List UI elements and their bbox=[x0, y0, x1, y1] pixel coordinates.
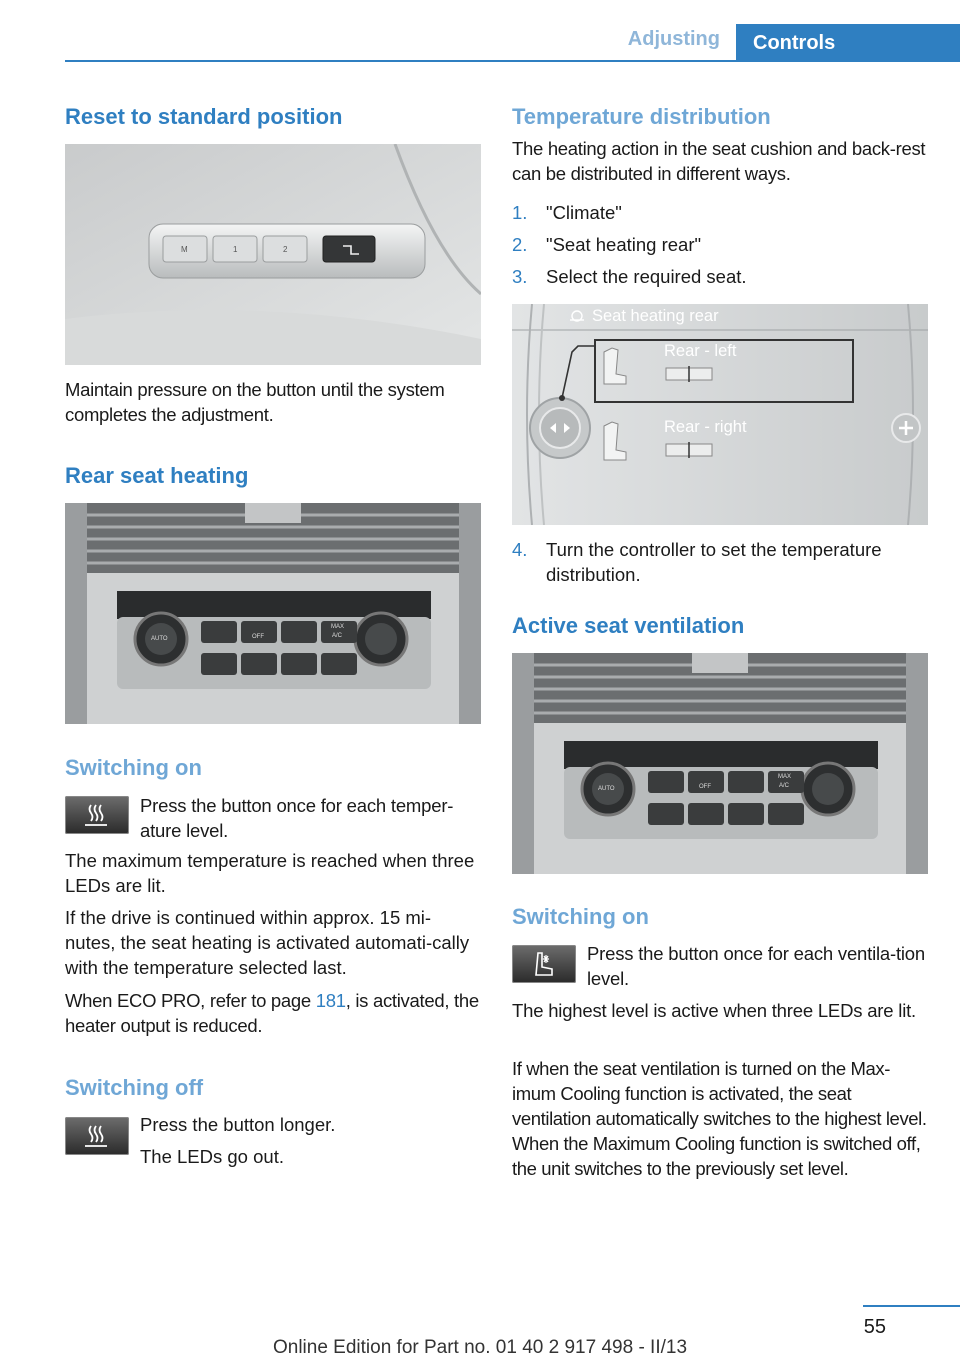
list-item: 3. Select the required seat. bbox=[512, 264, 928, 289]
page-number: 55 bbox=[863, 1316, 886, 1338]
header-rule bbox=[65, 60, 960, 62]
panel-auto-label: AUTO bbox=[598, 786, 615, 792]
header-section: Adjusting bbox=[627, 28, 720, 50]
memory-label-2: 2 bbox=[283, 245, 288, 254]
step-number: 2. bbox=[512, 234, 528, 255]
eco-pro-text-after: , is activated, the heater output is red… bbox=[65, 990, 479, 1036]
screen-option-rear-left[interactable]: Rear - left bbox=[664, 342, 737, 360]
panel-auto-label: AUTO bbox=[151, 636, 168, 642]
switch-on-text: Press the button once for each ventila‐t… bbox=[587, 943, 925, 989]
memory-buttons-figure: M 1 2 bbox=[65, 144, 481, 365]
max-temp-text: The maximum temperature is reached when … bbox=[65, 850, 475, 896]
step-number: 4. bbox=[512, 539, 528, 560]
header-tab-label: Controls bbox=[753, 32, 836, 54]
panel-ac-label: A/C bbox=[779, 783, 790, 789]
temp-distribution-heading: Temperature distribution bbox=[512, 104, 771, 129]
step-number: 3. bbox=[512, 266, 528, 287]
rear-heating-heading: Rear seat heating bbox=[65, 463, 249, 488]
eco-pro-text-before: When ECO PRO, refer to page bbox=[65, 990, 316, 1011]
switch-on-heading: Switching on bbox=[65, 755, 202, 780]
list-item: 2. "Seat heating rear" bbox=[512, 232, 928, 257]
panel-off-label: OFF bbox=[252, 634, 264, 640]
screen-title: Seat heating rear bbox=[592, 307, 719, 325]
rear-climate-panel-figure: AUTO OFF MAX A/C bbox=[65, 503, 481, 724]
panel-max-label: MAX bbox=[778, 774, 792, 780]
memory-label-1: 1 bbox=[233, 245, 238, 254]
step-text: "Seat heating rear" bbox=[546, 234, 702, 255]
reset-heading: Reset to standard position bbox=[65, 104, 343, 129]
switch-off-text-2: The LEDs go out. bbox=[140, 1146, 284, 1167]
list-item: 4. Turn the controller to set the temper… bbox=[512, 537, 928, 587]
eco-pro-page-link[interactable]: 181 bbox=[315, 990, 346, 1011]
switch-off-text-1: Press the button longer. bbox=[140, 1114, 336, 1135]
panel-ac-label: A/C bbox=[332, 633, 343, 639]
max-cooling-text: If when the seat ventilation is turned o… bbox=[512, 1058, 927, 1179]
continued-text: If the drive is continued within approx.… bbox=[65, 907, 470, 978]
reset-text: Maintain pressure on the button until th… bbox=[65, 379, 445, 425]
switch-on-heading: Switching on bbox=[512, 904, 649, 929]
step-text: Turn the controller to set the temperatu… bbox=[546, 539, 882, 585]
screen-option-rear-right[interactable]: Rear - right bbox=[664, 418, 747, 436]
seat-heating-rear-screen: Seat heating rear Rear - left Rear - rig… bbox=[512, 304, 928, 525]
step-text: "Climate" bbox=[546, 202, 622, 223]
edition-text: Online Edition for Part no. 01 40 2 917 … bbox=[272, 1337, 688, 1358]
seat-heating-icon bbox=[65, 796, 129, 834]
switch-off-heading: Switching off bbox=[65, 1075, 204, 1100]
highest-level-text: The highest level is active when three L… bbox=[512, 1000, 916, 1021]
panel-max-label: MAX bbox=[331, 624, 345, 630]
panel-off-label: OFF bbox=[699, 784, 711, 790]
rear-climate-panel-figure: AUTO OFF MAX A/C bbox=[512, 653, 928, 874]
step-text: Select the required seat. bbox=[546, 266, 747, 287]
header-tab-controls: Controls bbox=[736, 24, 960, 62]
seat-ventilation-heading: Active seat ventilation bbox=[512, 613, 745, 638]
step-number: 1. bbox=[512, 202, 528, 223]
footer-rule bbox=[863, 1305, 960, 1307]
seat-heating-icon bbox=[65, 1117, 129, 1155]
switch-on-text: Press the button once for each temper‐at… bbox=[140, 795, 454, 841]
eco-pro-text: When ECO PRO, refer to page 181, is acti… bbox=[65, 988, 485, 1038]
memory-label-m: M bbox=[181, 245, 188, 254]
list-item: 1. "Climate" bbox=[512, 200, 928, 225]
seat-ventilation-icon bbox=[512, 945, 576, 983]
temp-distribution-text: The heating action in the seat cushion a… bbox=[512, 138, 926, 184]
